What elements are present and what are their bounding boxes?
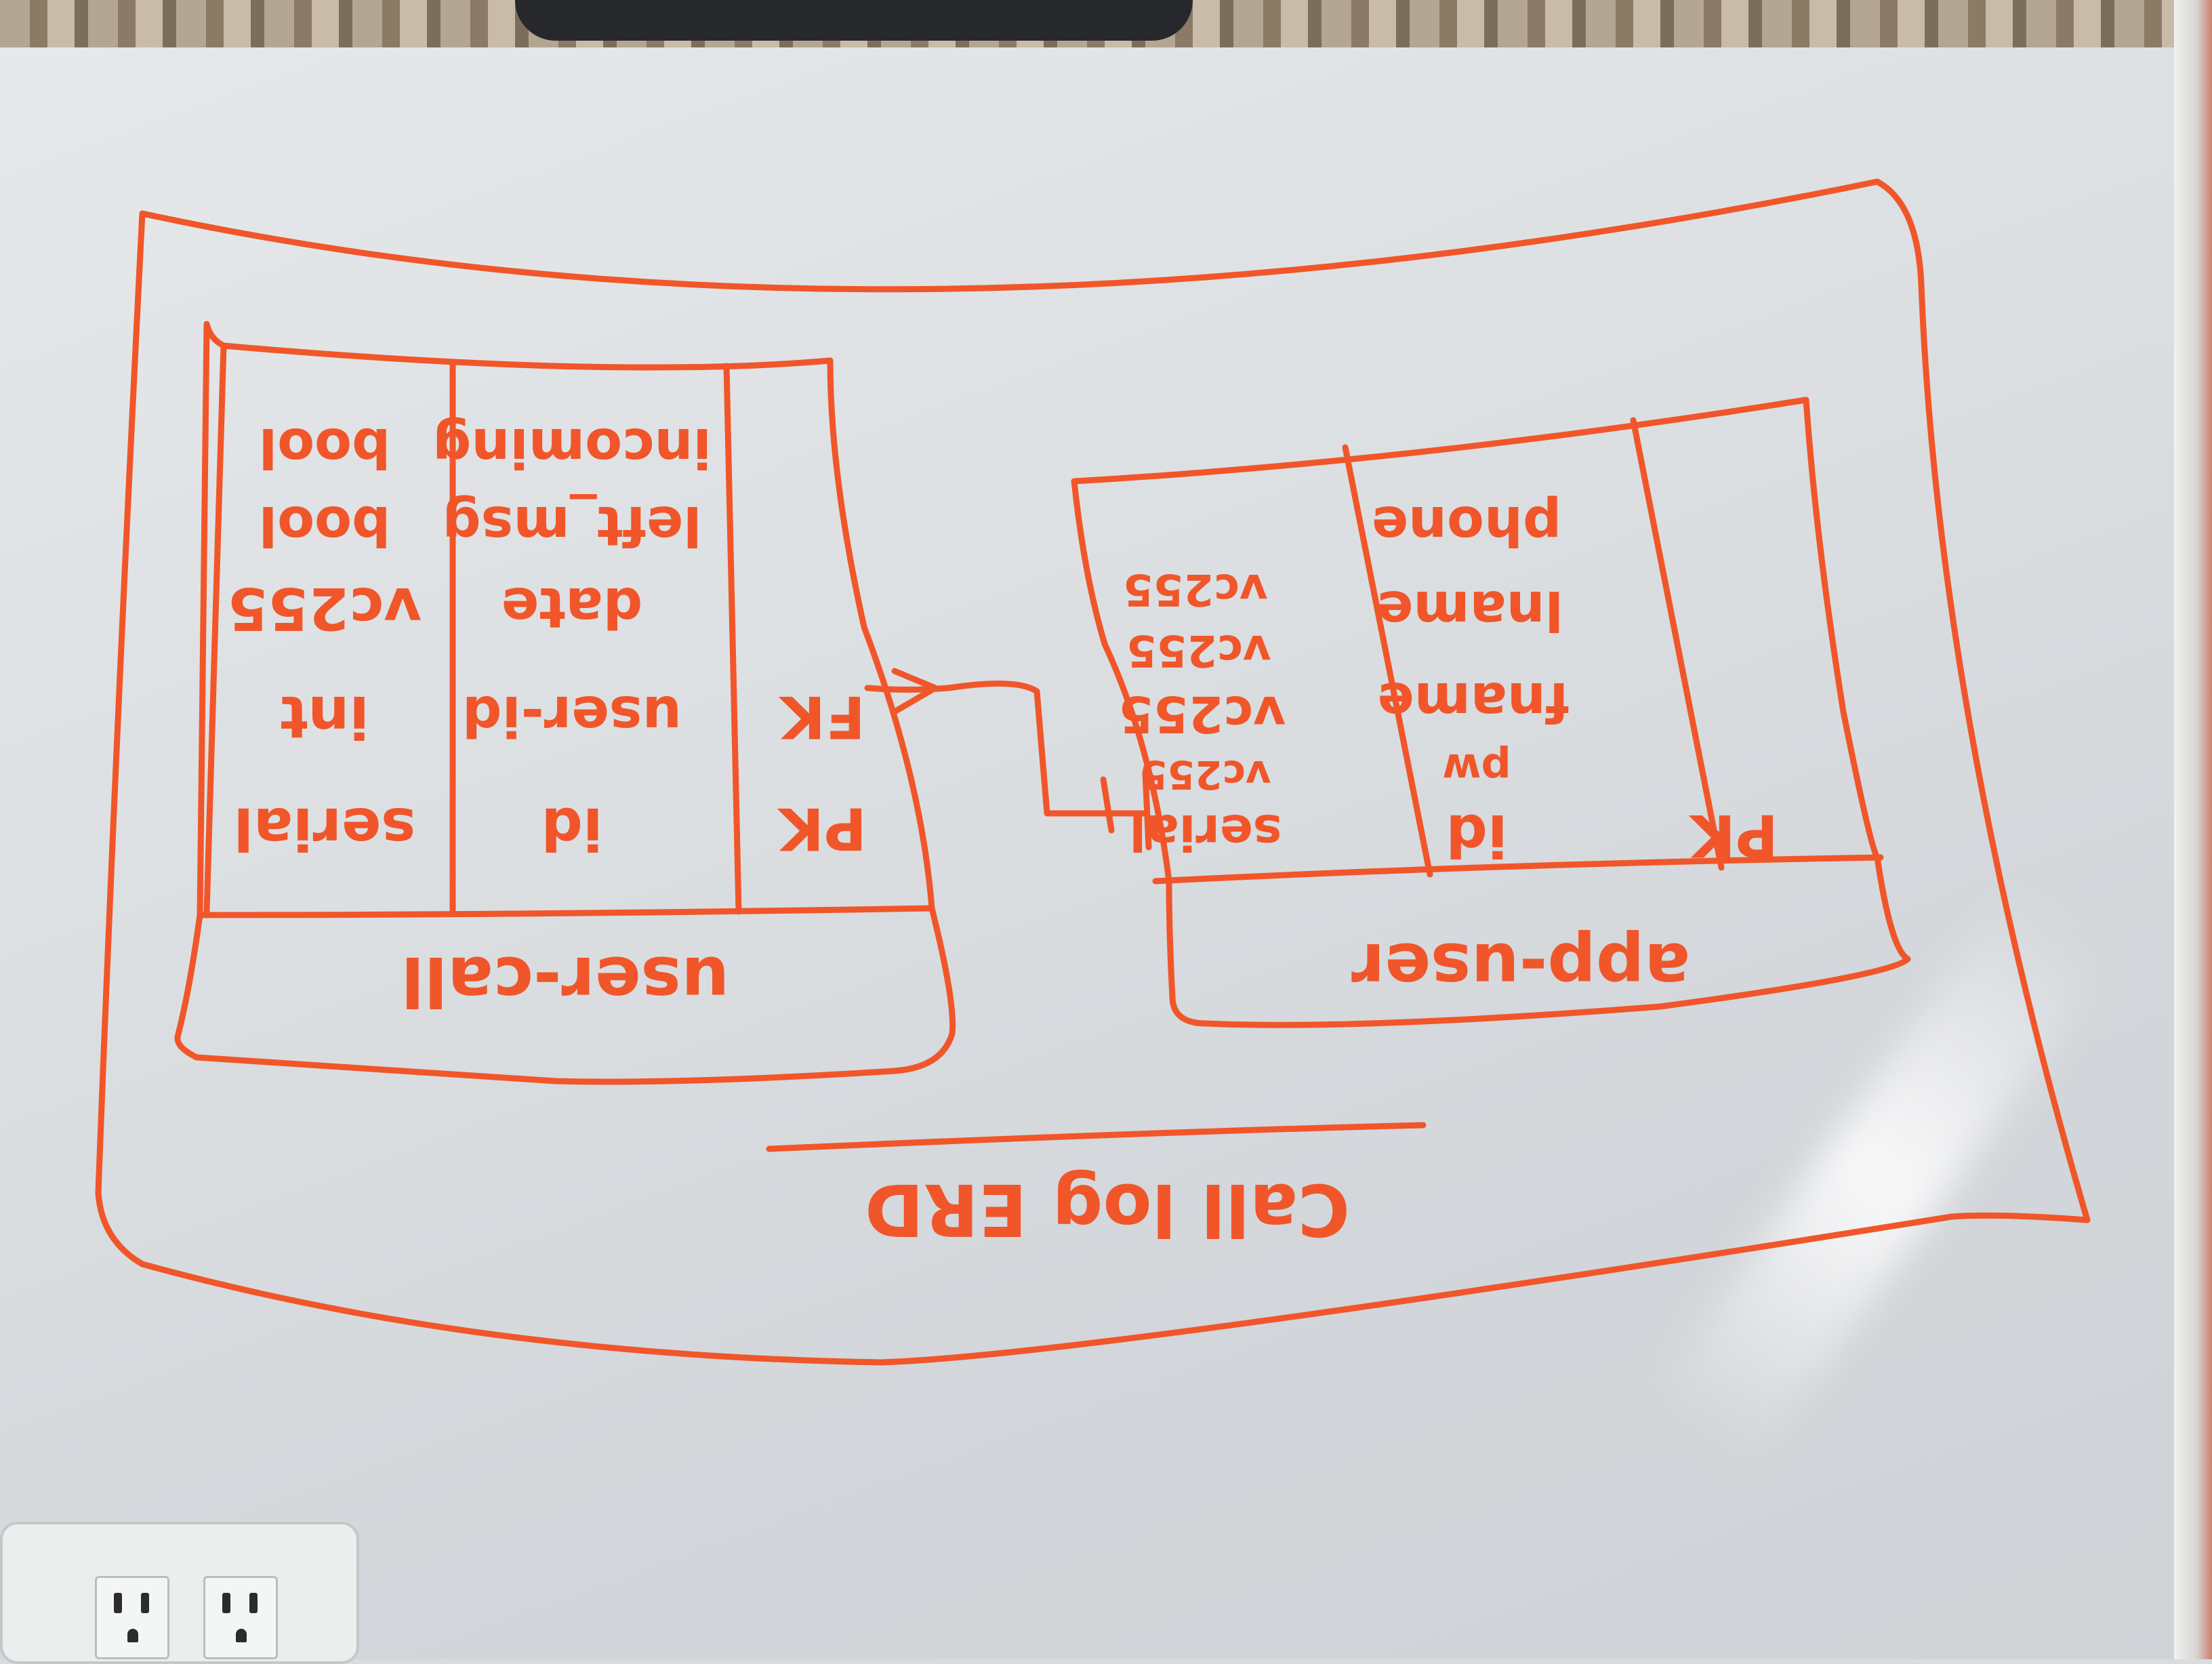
power-outlet-left: [95, 1576, 169, 1659]
wall-outlet-plate: [0, 1522, 359, 1664]
app-user-field-3: lname: [1376, 579, 1563, 642]
entity-name-app-user: app-user: [1351, 928, 1690, 1007]
user-call-field-0: id: [541, 794, 602, 862]
background-object: [515, 0, 1193, 41]
user-call-key-0: PK: [777, 794, 867, 862]
app-user-field-1: pw: [1442, 744, 1511, 794]
user-call-field-3: left_msg: [443, 494, 702, 557]
app-user-field-4: phone: [1372, 494, 1561, 557]
diagram-title: Call log ERD: [865, 1168, 1350, 1251]
app-user-type-3: vc255: [1126, 625, 1271, 675]
whiteboard: [0, 37, 2179, 1659]
user-call-type-3: bool: [259, 494, 391, 557]
app-user-type-2: vc255: [1119, 685, 1286, 743]
user-call-field-2: date: [501, 575, 643, 639]
app-user-field-2: fname: [1377, 670, 1569, 733]
power-outlet-right: [203, 1576, 278, 1659]
diagram-frame: [95, 178, 2091, 1366]
entity-name-user-call: user-call: [401, 941, 730, 1021]
user-call-type-2: vc255: [228, 574, 422, 642]
user-call-type-1: int: [280, 683, 369, 750]
user-call-field-4: incoming: [432, 416, 712, 479]
relationship-line: [864, 668, 1152, 851]
user-call-field-1: user-id: [462, 683, 682, 748]
entity-user-call: [174, 321, 956, 1085]
app-user-type-1: vc255: [1140, 752, 1271, 798]
user-call-key-1: FK: [778, 683, 865, 750]
app-user-key-0: PK: [1688, 801, 1778, 869]
title-underline: [766, 1122, 1427, 1152]
user-call-type-0: serial: [234, 794, 416, 862]
app-user-field-0: id: [1446, 801, 1507, 869]
whiteboard-frame-edge: [2174, 0, 2212, 1659]
app-user-type-0: serial: [1129, 804, 1282, 861]
user-call-type-4: bool: [259, 416, 391, 479]
entity-app-user: [1071, 397, 1911, 1028]
app-user-type-4: vc255: [1123, 564, 1267, 614]
